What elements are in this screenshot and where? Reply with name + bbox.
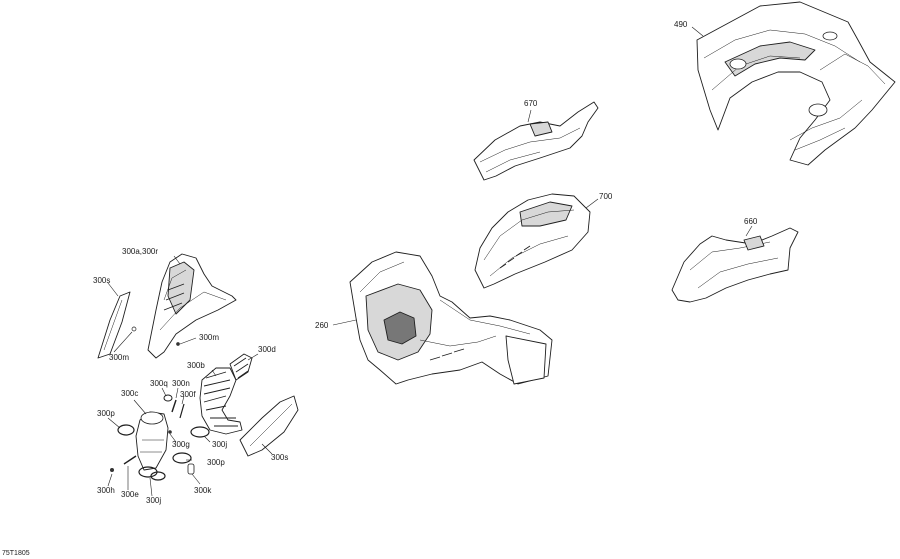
callout-300c[interactable]: 300c <box>121 389 139 398</box>
callout-700[interactable]: 700 <box>599 192 613 201</box>
callout-300j-right[interactable]: 300j <box>212 440 228 449</box>
part-490-rear-fender[interactable] <box>696 1 896 166</box>
part-300f-pin[interactable] <box>179 403 185 419</box>
part-300j-clamp-right[interactable] <box>190 426 210 438</box>
callout-300m-b[interactable]: 300m <box>109 353 130 362</box>
part-300a-air-intake-housing[interactable] <box>131 253 237 359</box>
callout-300d[interactable]: 300d <box>258 345 276 354</box>
callout-300n[interactable]: 300n <box>172 379 190 388</box>
part-300p-clamp-right[interactable] <box>172 452 192 464</box>
callout-300a-300r[interactable]: 300a,300r <box>122 247 159 256</box>
callout-300b[interactable]: 300b <box>187 361 205 370</box>
callout-300k[interactable]: 300k <box>194 486 212 495</box>
callout-300s-bottom[interactable]: 300s <box>271 453 289 462</box>
callout-300q[interactable]: 300q <box>150 379 168 388</box>
part-300s-filter-plate-right[interactable] <box>239 395 299 457</box>
part-300j-clamp-bottom[interactable] <box>138 466 166 481</box>
callout-300g[interactable]: 300g <box>172 440 190 449</box>
callout-670[interactable]: 670 <box>524 99 538 108</box>
part-660-side-panel[interactable] <box>671 227 799 303</box>
callout-300p-left[interactable]: 300p <box>97 409 115 418</box>
part-300n-screw[interactable] <box>171 399 177 413</box>
part-300h-screw[interactable] <box>110 468 114 472</box>
part-300e-rod[interactable] <box>123 455 137 465</box>
callout-490[interactable]: 490 <box>674 20 688 29</box>
callout-660[interactable]: 660 <box>744 217 758 226</box>
part-700-tank-cover[interactable] <box>474 193 591 289</box>
part-300s-filter-plate-left[interactable] <box>97 291 131 359</box>
part-300d-grille[interactable] <box>229 353 253 381</box>
callout-260[interactable]: 260 <box>315 321 329 330</box>
part-300p-clamp-left[interactable] <box>117 424 135 436</box>
part-300q-clip[interactable] <box>163 394 173 402</box>
part-300g-fastener[interactable] <box>168 430 172 434</box>
callout-300m-a[interactable]: 300m <box>199 333 220 342</box>
part-300b-corrugated-duct[interactable] <box>199 367 243 435</box>
diagram-reference-code: 75T1805 <box>2 550 30 557</box>
callout-300h[interactable]: 300h <box>97 486 115 495</box>
callout-300p-right[interactable]: 300p <box>207 458 225 467</box>
callout-300s-top[interactable]: 300s <box>93 276 111 285</box>
part-300c-coupler[interactable] <box>135 411 169 471</box>
part-300k-plug[interactable] <box>187 463 195 475</box>
part-670-side-panel[interactable] <box>473 101 599 181</box>
part-260-front-body[interactable] <box>349 251 553 385</box>
callout-300j-bottom[interactable]: 300j <box>146 496 162 505</box>
callout-300f[interactable]: 300f <box>180 390 196 399</box>
callout-300e[interactable]: 300e <box>121 490 139 499</box>
